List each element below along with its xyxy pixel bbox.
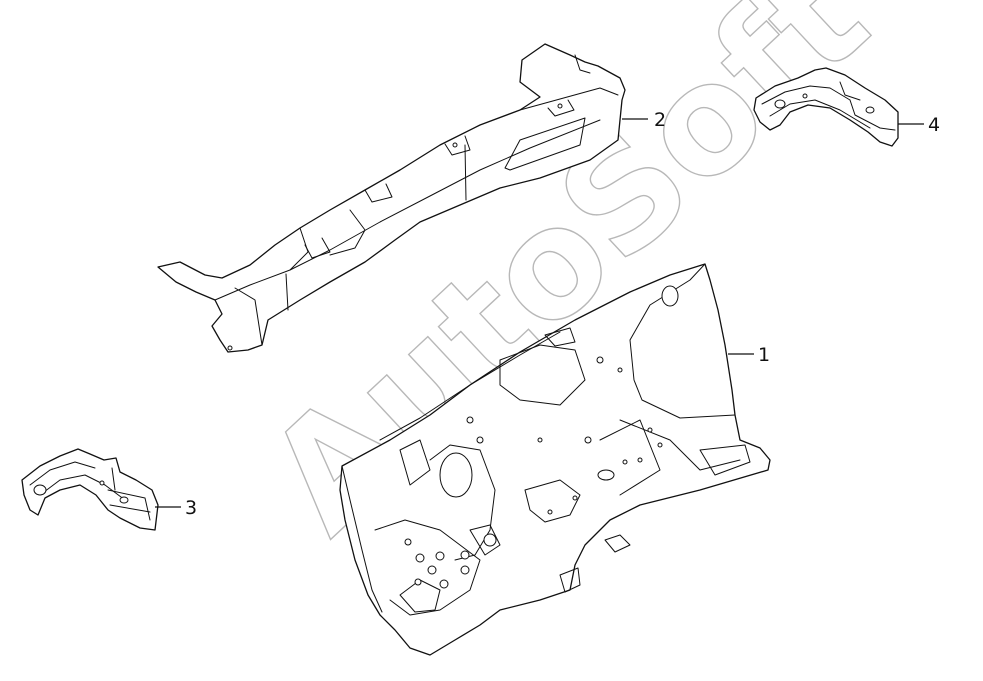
part-3-left-bracket[interactable] <box>21 448 159 531</box>
callout-4-label: 4 <box>928 114 940 136</box>
callout-1-label: 1 <box>758 344 770 366</box>
callout-2-label: 2 <box>654 109 666 131</box>
part-2-cowl-panel[interactable] <box>157 43 626 353</box>
part-1-dash-panel[interactable] <box>339 263 771 656</box>
callout-3-label: 3 <box>185 497 197 519</box>
part-4-right-bracket[interactable] <box>753 67 899 147</box>
